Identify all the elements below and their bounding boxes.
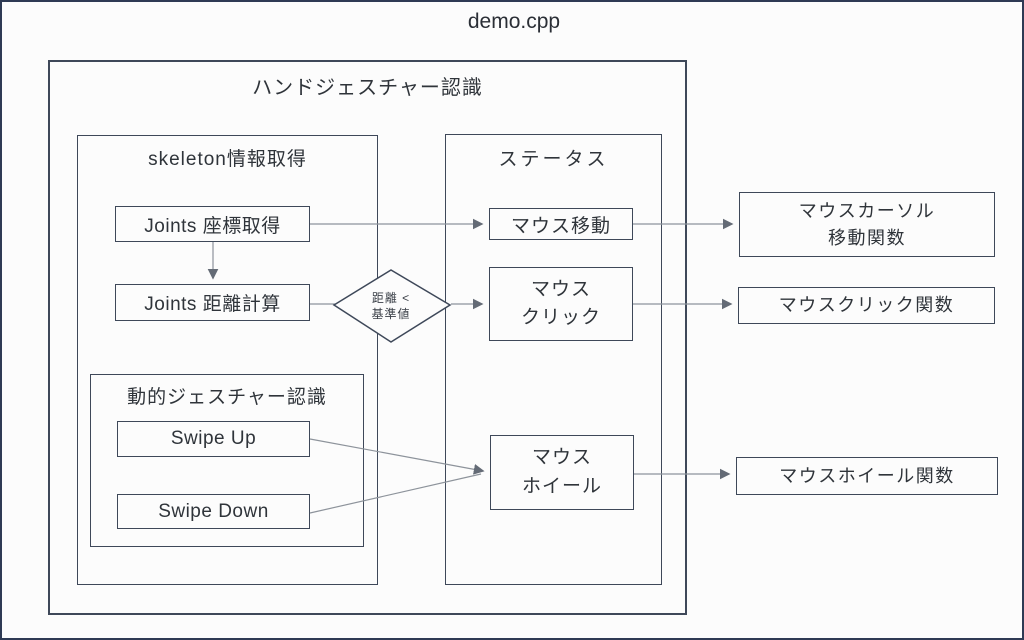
swipe-up-box: Swipe Up bbox=[117, 421, 310, 457]
mouse-wheel-function-box: マウスホイール関数 bbox=[736, 457, 998, 495]
joints-distance-box: Joints 距離計算 bbox=[115, 284, 310, 321]
joints-coordinate-box: Joints 座標取得 bbox=[115, 206, 310, 242]
status-label: ステータス bbox=[498, 149, 609, 170]
skeleton-info-box: skeleton情報取得 bbox=[77, 135, 378, 585]
mouse-move-box: マウス移動 bbox=[489, 208, 633, 240]
skeleton-info-label: skeleton情報取得 bbox=[148, 149, 307, 170]
mouse-click-function-box: マウスクリック関数 bbox=[738, 287, 995, 324]
dynamic-gesture-label: 動的ジェスチャー認識 bbox=[127, 387, 327, 408]
mouse-click-box: マウス クリック bbox=[489, 267, 633, 341]
page-title: demo.cpp bbox=[467, 10, 561, 33]
hand-gesture-recognition-label: ハンドジェスチャー認識 bbox=[252, 77, 483, 99]
mouse-cursor-move-function-box: マウスカーソル 移動関数 bbox=[739, 192, 995, 257]
hand-gesture-recognition-box: ハンドジェスチャー認識 bbox=[48, 60, 687, 615]
decision-diamond-label: 距離 < 基準値 bbox=[371, 290, 411, 321]
status-box: ステータス bbox=[445, 134, 662, 585]
swipe-down-box: Swipe Down bbox=[117, 494, 310, 529]
mouse-wheel-box: マウス ホイール bbox=[490, 435, 634, 510]
